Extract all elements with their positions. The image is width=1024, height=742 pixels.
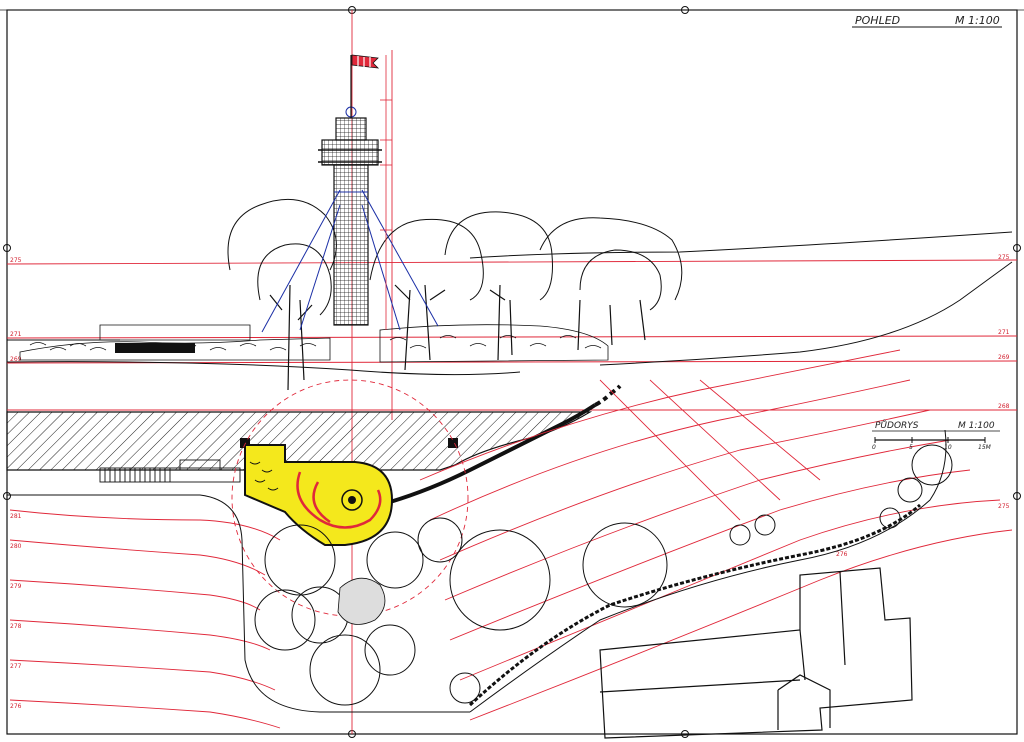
- contour-lines: [9, 349, 1013, 729]
- tower-radius-circle: [231, 379, 469, 617]
- plan-title: PŮDORYS: [875, 419, 919, 431]
- retaining-wall-plan: [389, 384, 622, 504]
- entry-strip: [99, 459, 241, 483]
- svg-text:280: 280: [10, 543, 22, 550]
- svg-text:276: 276: [10, 703, 22, 710]
- tower-guy-wires: [261, 189, 439, 333]
- scalebar-tick-1: 5: [909, 444, 913, 451]
- shrub-bed: [337, 577, 386, 625]
- svg-text:275: 275: [998, 503, 1010, 510]
- hill-profile: [6, 231, 1013, 376]
- svg-text:275: 275: [10, 257, 22, 264]
- scalebar-tick-0: 0: [872, 444, 876, 451]
- svg-text:269: 269: [998, 354, 1010, 361]
- svg-text:271: 271: [10, 331, 22, 338]
- svg-text:276: 276: [836, 551, 848, 558]
- svg-text:277: 277: [10, 663, 22, 670]
- scalebar-tick-3: 15M: [978, 444, 992, 451]
- scalebar-tick-2: 10: [944, 444, 952, 451]
- svg-text:278: 278: [10, 623, 22, 630]
- stone-wall-elevation: [19, 324, 609, 363]
- flag: [351, 54, 380, 69]
- svg-text:268: 268: [998, 403, 1010, 410]
- column-marker: [448, 438, 458, 448]
- view-title: POHLED: [855, 14, 900, 27]
- path-boundary: [7, 429, 947, 713]
- tree-crowns-elevation: [227, 198, 683, 316]
- view-scale: M 1:100: [955, 14, 1000, 27]
- level-lines-elevation: [6, 10, 1018, 734]
- level-marks: 275 271 269 275 271 269 268: [10, 254, 1010, 410]
- svg-text:275: 275: [998, 254, 1010, 261]
- tree-trunks-elevation: [269, 284, 646, 391]
- plan-scale-block: PŮDORYS M 1:100 0 5 10 15M: [872, 419, 1000, 451]
- neighbour-building: [599, 567, 913, 739]
- bench-elevation: [115, 343, 195, 353]
- column-marker: [240, 438, 250, 448]
- plan-scale: M 1:100: [958, 421, 995, 431]
- svg-text:281: 281: [10, 513, 22, 520]
- platform-plan: [244, 444, 394, 546]
- stone-edging: [468, 503, 921, 707]
- svg-text:279: 279: [10, 583, 22, 590]
- sheet-frame: [0, 6, 1024, 738]
- tower-dimensions: [380, 55, 392, 330]
- lookout-tower: [318, 55, 382, 326]
- title-block: POHLED M 1:100: [852, 14, 1002, 28]
- contour-level-marks: 281 280 279 278 277 276 275 276: [10, 503, 1010, 710]
- svg-text:271: 271: [998, 329, 1010, 336]
- tree-canopies-plan: [254, 444, 953, 706]
- svg-text:269: 269: [10, 356, 22, 363]
